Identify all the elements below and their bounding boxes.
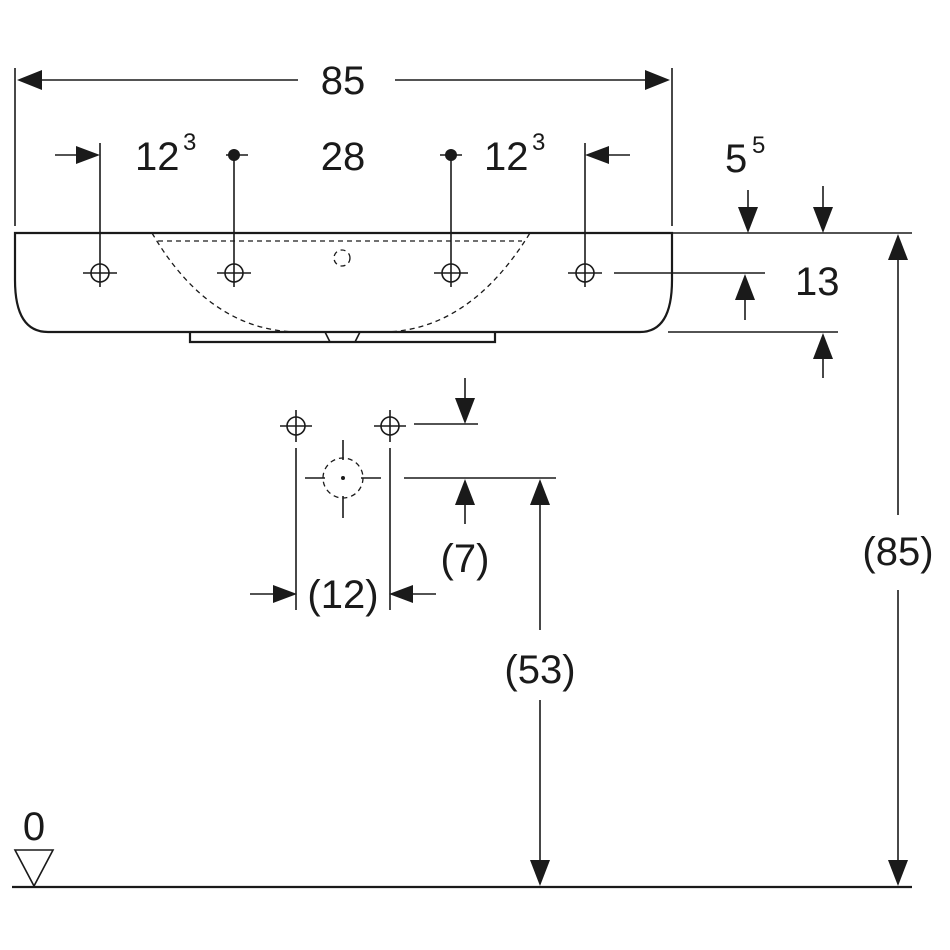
rim-drop-dimension: 5 5 bbox=[672, 132, 912, 234]
rim-drop-label: 5 bbox=[725, 137, 747, 181]
tap-right-outer-superscript: 3 bbox=[532, 129, 545, 156]
tap-hole-spacing-dimension: 12 3 28 12 3 bbox=[55, 129, 630, 262]
floor-level-label: 0 bbox=[23, 805, 45, 849]
waste-outlet-icon bbox=[305, 440, 381, 518]
overall-width-dimension: 85 bbox=[14, 59, 673, 226]
waste-spacing-dimension: (12) bbox=[250, 448, 436, 617]
wall-hole-markers bbox=[280, 410, 406, 518]
basin-height-dimension: 13 bbox=[614, 260, 840, 378]
rim-height-dimension: (85) bbox=[862, 234, 934, 886]
crosshair-icon bbox=[217, 262, 251, 287]
tap-right-outer-label: 12 bbox=[484, 135, 529, 179]
crosshair-icon bbox=[568, 262, 602, 287]
waste-spacing-label: (12) bbox=[307, 573, 378, 617]
overall-width-label: 85 bbox=[321, 59, 366, 103]
crosshair-icon bbox=[83, 262, 117, 287]
waste-offset-label: (7) bbox=[441, 537, 490, 581]
tap-left-outer-label: 12 bbox=[135, 135, 180, 179]
crosshair-icon bbox=[374, 410, 406, 442]
rim-drop-superscript: 5 bbox=[752, 132, 765, 159]
rim-height-label: (85) bbox=[862, 530, 933, 574]
waste-offset-dimension: (7) bbox=[404, 378, 556, 581]
basin-hole-markers bbox=[83, 262, 602, 287]
basin-height-label: 13 bbox=[795, 260, 840, 304]
floor-level-marker: 0 bbox=[12, 805, 912, 889]
crosshair-icon bbox=[434, 262, 468, 287]
waste-height-dimension: (53) bbox=[504, 479, 576, 886]
tap-spacing-label: 28 bbox=[321, 135, 366, 179]
crosshair-icon bbox=[280, 410, 312, 442]
tap-left-outer-superscript: 3 bbox=[183, 129, 196, 156]
waste-height-label: (53) bbox=[504, 648, 575, 692]
basin-outline bbox=[13, 231, 674, 344]
